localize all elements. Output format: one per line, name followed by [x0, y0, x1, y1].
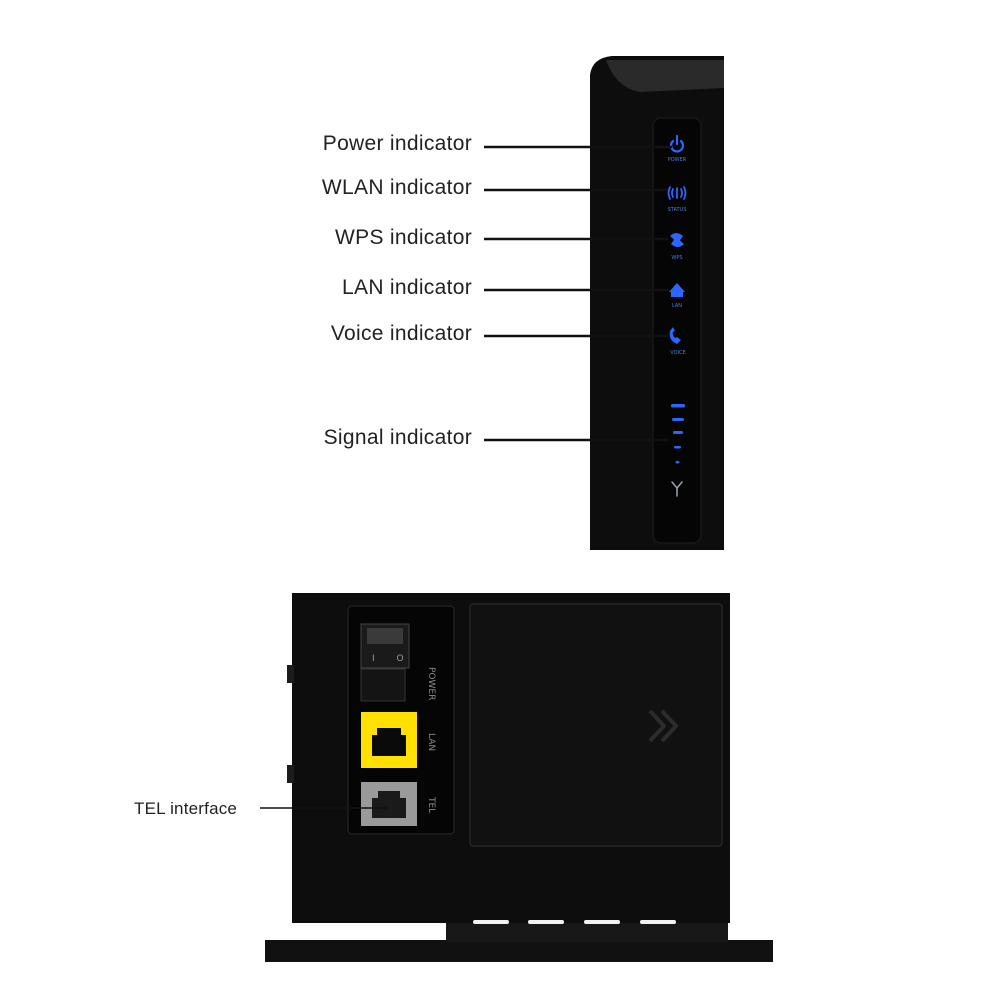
router-rear-view: I O POWER LAN TEL	[260, 593, 773, 962]
wireless-icon	[667, 186, 687, 200]
front-leader-lines	[484, 145, 672, 442]
vent-slot	[528, 920, 564, 924]
tel-port-socket	[372, 791, 406, 818]
power-switch: I O	[360, 623, 410, 669]
signal-bar-5	[671, 404, 685, 408]
voice-indicator-label: Voice indicator	[330, 322, 472, 345]
led-strip	[652, 117, 702, 544]
power-indicator-label: Power indicator	[322, 132, 472, 155]
side-clip-bottom	[287, 765, 294, 783]
wps-led: WPS	[670, 233, 684, 261]
power-switch-rocker	[367, 628, 403, 644]
lan-led-caption: LAN	[672, 303, 682, 309]
chevrons-icon	[648, 709, 678, 743]
voice-led-caption: VOICE	[670, 350, 685, 356]
lan-port-socket	[372, 728, 406, 756]
signal-bar-3	[673, 431, 683, 434]
side-clip-top	[287, 665, 294, 683]
power-icon	[669, 134, 685, 153]
tel-port	[361, 782, 417, 826]
vent-slot	[584, 920, 620, 924]
signal-bar-2	[674, 446, 681, 449]
phone-icon	[669, 327, 681, 344]
router-front-view: POWER STATUS WPS	[484, 56, 724, 550]
wlan-indicator-label: WLAN indicator	[321, 176, 472, 199]
wlan-led: STATUS	[667, 186, 687, 213]
lan-led: LAN	[669, 283, 685, 309]
tel-port-caption: TEL	[426, 796, 436, 813]
power-led-caption: POWER	[668, 157, 687, 163]
wps-led-caption: WPS	[671, 255, 682, 261]
stand-base	[265, 940, 773, 962]
tel-interface-label: TEL interface	[134, 799, 238, 818]
antenna-icon	[671, 481, 683, 497]
signal-bar-4	[672, 418, 684, 421]
router-top-bevel	[606, 60, 724, 92]
power-jack	[360, 668, 406, 702]
switch-off-mark: O	[396, 654, 403, 664]
vent-slots	[473, 920, 676, 924]
vent-slot	[473, 920, 509, 924]
vent-slot	[640, 920, 676, 924]
wlan-led-caption: STATUS	[668, 207, 687, 213]
signal-bar-1	[675, 461, 680, 464]
power-port-caption: POWER	[426, 667, 436, 700]
rear-cover-panel	[469, 603, 723, 847]
power-led: POWER	[668, 134, 687, 163]
lan-indicator-label: LAN indicator	[342, 276, 472, 299]
voice-led: VOICE	[669, 327, 686, 356]
lan-port	[361, 712, 417, 768]
wps-icon	[670, 233, 684, 247]
lan-icon	[669, 283, 685, 297]
lan-port-caption: LAN	[426, 733, 436, 751]
wps-indicator-label: WPS indicator	[335, 226, 472, 249]
signal-led-bars	[671, 404, 685, 464]
signal-indicator-label: Signal indicator	[323, 426, 472, 449]
switch-on-mark: I	[372, 654, 375, 664]
